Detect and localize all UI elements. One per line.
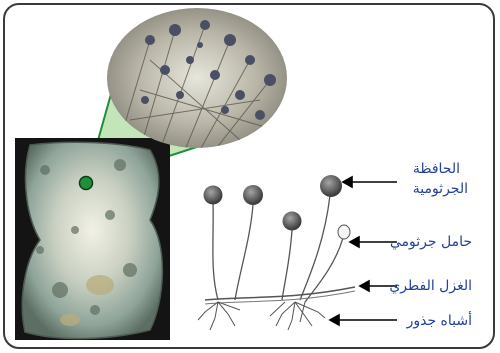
- label-hypha: الغزل الفطري: [389, 277, 472, 295]
- label-sporangium-line1: الحافظة: [413, 160, 460, 178]
- sporangium-drawing: [198, 175, 355, 330]
- sporangium-2: [243, 185, 263, 205]
- label-sporangiophore: حامل جرثومي: [390, 233, 472, 251]
- young-sporangium: [338, 225, 350, 239]
- sporangium-1: [204, 186, 223, 205]
- label-sporangium-line2: الجرثومية: [413, 180, 468, 198]
- rhizoids-drawing: [198, 302, 325, 330]
- sporangium-4: [320, 175, 342, 197]
- hypha-line: [205, 287, 355, 300]
- sporangium-3: [283, 212, 302, 231]
- label-rhizoids: أشباه جذور: [407, 312, 472, 330]
- magnified-mold-photo: [107, 8, 287, 148]
- zoom-origin-dot: [80, 177, 93, 190]
- pointer-arrows: [330, 177, 397, 325]
